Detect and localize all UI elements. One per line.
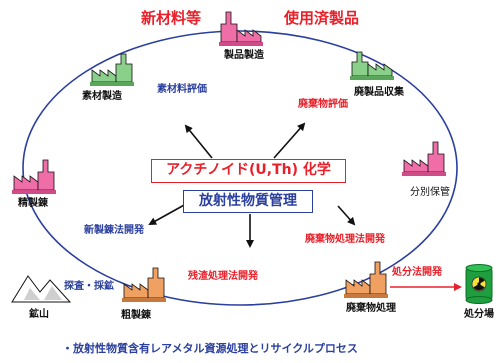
crude-smelting-label: 粗製錬	[121, 310, 151, 321]
used-product-collection-label: 廃製品収集	[354, 87, 404, 98]
waste-treatment-method-label: 廃棄物処理法開発	[305, 234, 385, 245]
actinide-chemistry-box: アクチノイド(U,Th) 化学	[151, 159, 346, 183]
sorting-storage-label: 分別保管	[410, 187, 450, 198]
disposal-site-label: 処分場	[464, 309, 494, 320]
waste-treatment-label: 廃棄物処理	[346, 303, 396, 314]
mine-label: 鉱山	[29, 309, 49, 320]
arrow-to-waste-evaluation	[273, 122, 306, 159]
product-manufacturing-label: 製品製造	[224, 50, 264, 61]
arrow-to-new-refining	[148, 203, 187, 225]
disposal-method-label: 処分法開発	[392, 267, 442, 278]
arrow-to-waste-treatment-method	[337, 205, 356, 226]
cycle-ellipse	[22, 30, 458, 306]
crude-smelting-factory-icon	[122, 267, 166, 302]
diagram-caption: ・放射性物質含有レアメタル資源処理とリサイクルプロセス	[62, 342, 358, 355]
new-refining-method-label: 新製錬法開発	[84, 225, 144, 236]
sorting-storage-factory-icon	[402, 141, 446, 176]
product-manufacturing-factory-icon	[219, 11, 263, 46]
material-manufacturing-label: 素材製造	[82, 91, 122, 102]
disposal-drum-icon	[465, 264, 493, 304]
refining-label: 精製錬	[18, 198, 48, 209]
material-evaluation-label: 素材料評価	[157, 84, 207, 95]
used-product-collection-factory-icon	[350, 51, 394, 80]
new-materials-label: 新材料等	[141, 9, 202, 27]
residue-treatment-method-label: 残渣処理法開発	[188, 271, 258, 282]
material-manufacturing-factory-icon	[90, 53, 134, 86]
waste-treatment-factory-icon	[344, 261, 388, 298]
refining-factory-icon	[12, 159, 56, 194]
used-products-label: 使用済製品	[284, 9, 360, 27]
waste-evaluation-label: 廃棄物評価	[298, 99, 348, 110]
radioactive-management-box: 放射性物質管理	[183, 190, 313, 213]
exploration-mining-label: 探査・採鉱	[64, 281, 114, 292]
mine-mountain-icon	[11, 275, 72, 303]
radioactive-management-label: 放射性物質管理	[199, 193, 297, 209]
actinide-chemistry-label: アクチノイド(U,Th) 化学	[166, 162, 331, 178]
arrow-to-material-evaluation	[184, 124, 213, 159]
